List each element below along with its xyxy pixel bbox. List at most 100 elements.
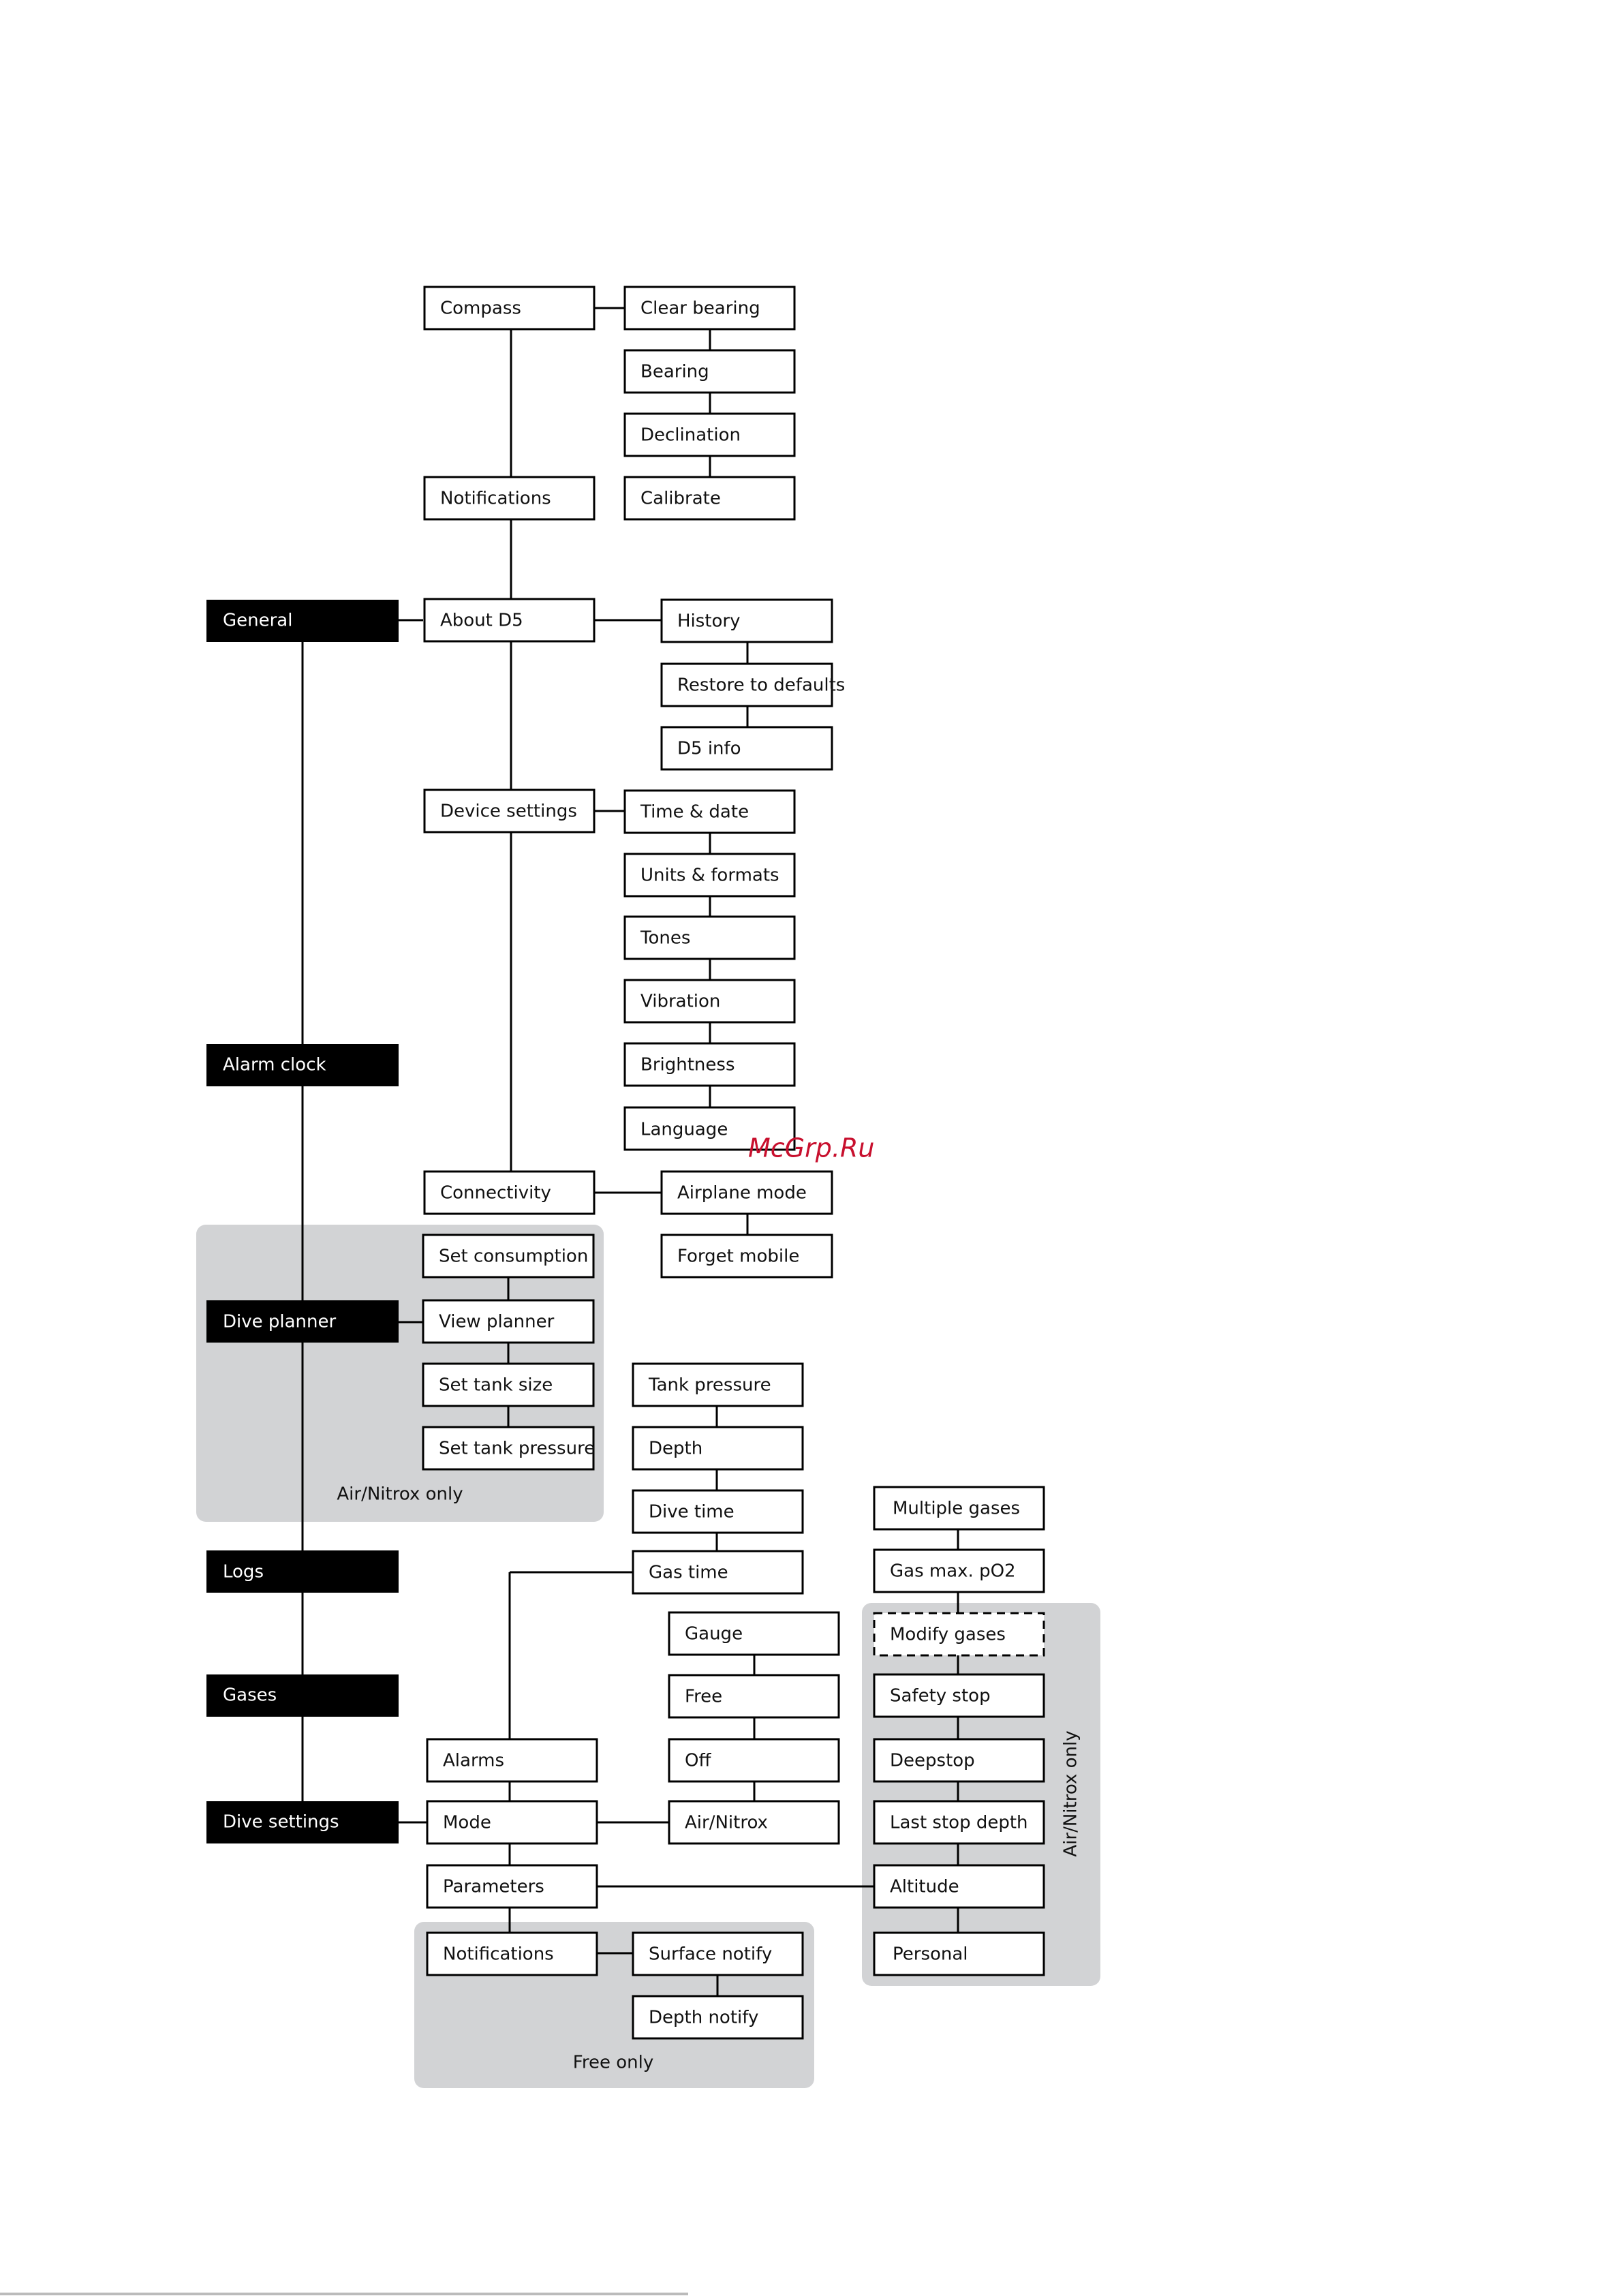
node-multiple-gases[interactable]: Multiple gases [873,1486,1045,1531]
watermark-text: McGrp.Ru [748,1133,874,1163]
node-safety-stop-label: Safety stop [890,1686,991,1706]
root-dive-planner-label: Dive planner [223,1312,337,1332]
node-forget-mobile[interactable]: Forget mobile [660,1234,833,1279]
node-time-date-label: Time & date [640,802,749,823]
node-deepstop[interactable]: Deepstop [873,1738,1045,1783]
root-general-label: General [223,611,292,631]
node-tones[interactable]: Tones [623,915,796,960]
node-tones-label: Tones [640,928,690,949]
node-language-label: Language [640,1120,728,1140]
node-altitude[interactable]: Altitude [873,1864,1045,1909]
node-vibration-label: Vibration [640,992,720,1012]
node-clear-bearing[interactable]: Clear bearing [623,286,796,331]
node-bearing-label: Bearing [640,362,709,382]
node-set-consumption[interactable]: Set consumption [422,1234,595,1279]
root-dive-planner[interactable]: Dive planner [206,1300,399,1343]
node-brightness-label: Brightness [640,1055,735,1075]
air-nitrox-region-label-vertical: Air/Nitrox only [1061,1730,1081,1856]
node-d5-info-label: D5 info [677,739,741,759]
node-alarms[interactable]: Alarms [426,1738,598,1783]
root-alarm-clock[interactable]: Alarm clock [206,1044,399,1086]
node-personal-label: Personal [893,1944,968,1965]
node-device-settings[interactable]: Device settings [423,789,596,833]
root-logs-label: Logs [223,1562,264,1582]
node-compass[interactable]: Compass [423,286,596,331]
node-compass-label: Compass [440,299,521,319]
node-parameters[interactable]: Parameters [426,1864,598,1909]
node-gas-max-po2-label: Gas max. pO2 [890,1561,1016,1582]
node-calibrate[interactable]: Calibrate [623,476,796,521]
node-units-formats[interactable]: Units & formats [623,853,796,898]
node-restore-defaults[interactable]: Restore to defaults [660,662,845,707]
node-depth-notify[interactable]: Depth notify [632,1995,804,2040]
node-free[interactable]: Free [668,1674,840,1719]
root-alarm-clock-label: Alarm clock [223,1055,326,1075]
node-tank-pressure-label: Tank pressure [648,1375,771,1396]
node-air-nitrox[interactable]: Air/Nitrox [668,1800,840,1845]
node-off-label: Off [685,1751,711,1771]
node-depth[interactable]: Depth [632,1426,804,1471]
root-gases[interactable]: Gases [206,1674,399,1717]
node-set-tank-size[interactable]: Set tank size [422,1362,595,1407]
node-declination[interactable]: Declination [623,412,796,457]
node-free-label: Free [685,1687,722,1707]
node-surface-notify-label: Surface notify [649,1944,772,1965]
node-mode[interactable]: Mode [426,1800,598,1845]
node-d5-info[interactable]: D5 info [660,726,833,771]
node-gas-time[interactable]: Gas time [632,1550,804,1595]
node-history-label: History [677,611,741,632]
node-declination-label: Declination [640,425,741,446]
root-dive-settings[interactable]: Dive settings [206,1801,399,1843]
node-surface-notify[interactable]: Surface notify [632,1931,804,1976]
node-forget-mobile-label: Forget mobile [677,1246,799,1267]
node-gas-time-label: Gas time [649,1563,728,1583]
node-connectivity[interactable]: Connectivity [423,1170,596,1215]
node-depth-label: Depth [649,1439,702,1459]
node-restore-defaults-label: Restore to defaults [677,675,845,696]
node-language[interactable]: Language [623,1106,796,1151]
node-connectivity-label: Connectivity [440,1183,551,1204]
node-airplane-mode-label: Airplane mode [677,1183,807,1204]
node-gauge[interactable]: Gauge [668,1611,840,1656]
node-set-tank-size-label: Set tank size [439,1375,553,1396]
node-dive-time[interactable]: Dive time [632,1489,804,1534]
node-notifications-general[interactable]: Notifications [423,476,596,521]
node-notifications-dive[interactable]: Notifications [426,1931,598,1976]
node-time-date[interactable]: Time & date [623,789,796,834]
node-last-stop-depth[interactable]: Last stop depth [873,1800,1045,1845]
root-logs[interactable]: Logs [206,1550,399,1593]
node-set-tank-pressure-label: Set tank pressure [439,1439,595,1459]
node-gauge-label: Gauge [685,1624,743,1644]
node-airplane-mode[interactable]: Airplane mode [660,1170,833,1215]
node-vibration[interactable]: Vibration [623,979,796,1024]
node-about-d5[interactable]: About D5 [423,598,596,643]
node-altitude-label: Altitude [890,1877,959,1897]
node-alarms-label: Alarms [443,1751,504,1771]
node-set-consumption-label: Set consumption [439,1246,588,1267]
node-view-planner[interactable]: View planner [422,1299,595,1344]
free-only-region-label: Free only [573,2053,653,2073]
node-device-settings-label: Device settings [440,801,577,822]
node-clear-bearing-label: Clear bearing [640,299,760,319]
node-brightness[interactable]: Brightness [623,1042,796,1087]
node-parameters-label: Parameters [443,1877,544,1897]
node-bearing[interactable]: Bearing [623,349,796,394]
node-notifications-general-label: Notifications [440,489,551,509]
root-general[interactable]: General [206,600,399,642]
node-tank-pressure[interactable]: Tank pressure [632,1362,804,1407]
node-personal[interactable]: Personal [873,1931,1045,1976]
node-view-planner-label: View planner [439,1312,555,1332]
node-safety-stop[interactable]: Safety stop [873,1673,1045,1718]
dive-planner-region-label: Air/Nitrox only [337,1484,463,1505]
node-set-tank-pressure[interactable]: Set tank pressure [422,1426,595,1471]
node-calibrate-label: Calibrate [640,489,721,509]
node-last-stop-depth-label: Last stop depth [890,1813,1028,1833]
node-history[interactable]: History [660,598,833,643]
node-gas-max-po2[interactable]: Gas max. pO2 [873,1548,1045,1593]
node-modify-gases-label: Modify gases [890,1625,1006,1645]
node-modify-gases[interactable]: Modify gases [873,1612,1045,1657]
node-multiple-gases-label: Multiple gases [893,1499,1020,1519]
root-gases-label: Gases [223,1685,277,1706]
node-off[interactable]: Off [668,1738,840,1783]
